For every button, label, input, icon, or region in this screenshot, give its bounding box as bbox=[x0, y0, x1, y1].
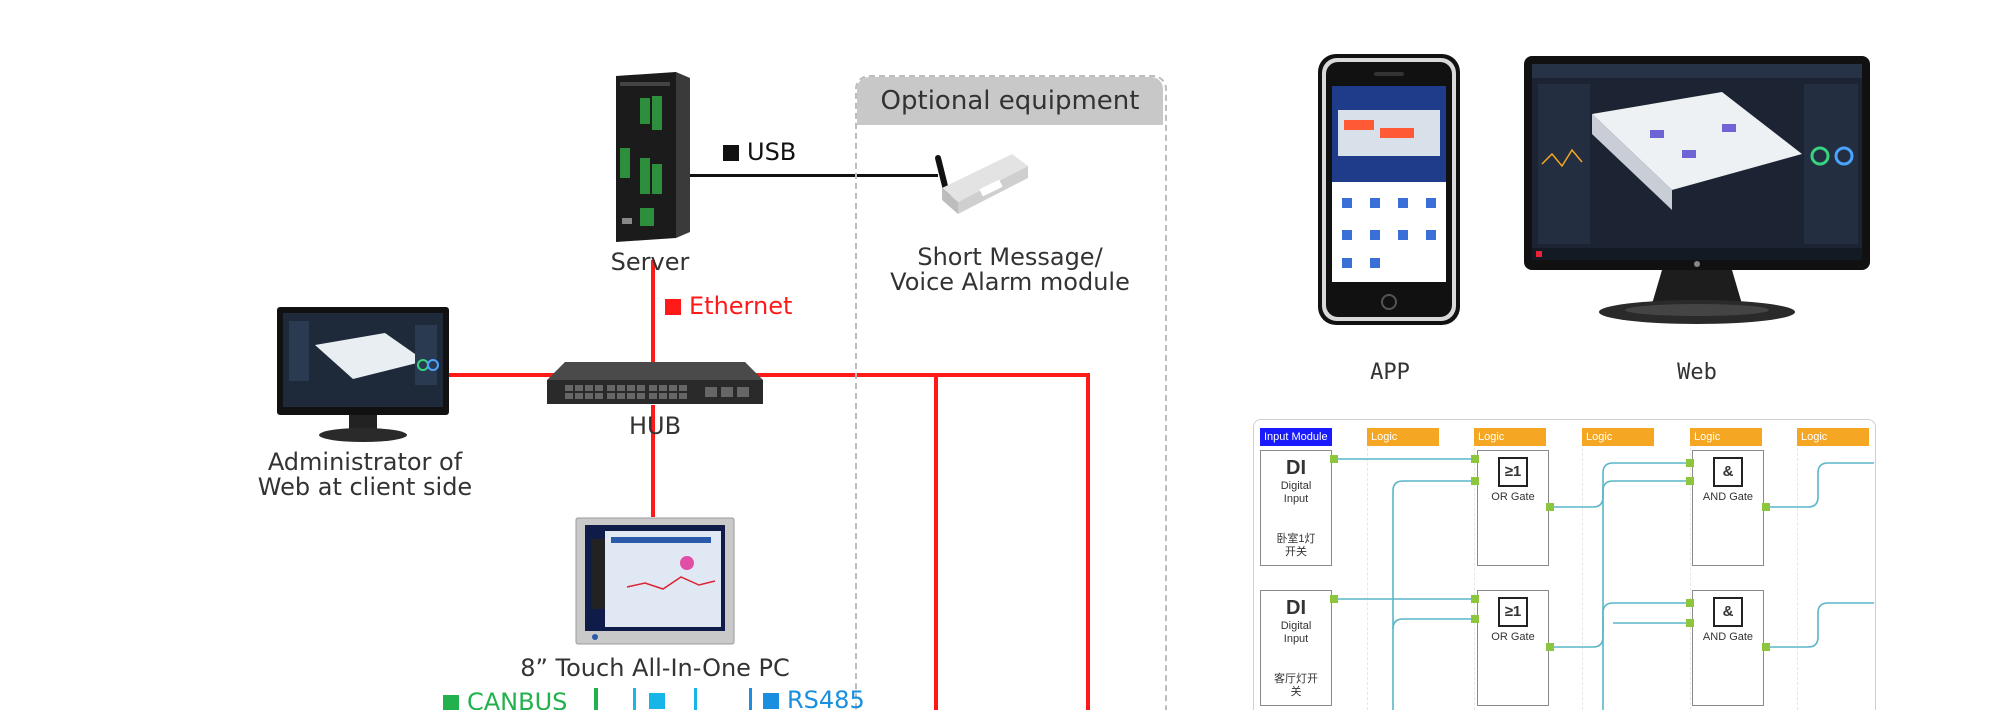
port-dot bbox=[1330, 595, 1338, 603]
phone-app-device bbox=[1318, 54, 1460, 325]
logic-col-title: Logic Module3 bbox=[1586, 431, 1629, 461]
web-label: Web bbox=[1677, 360, 1717, 385]
port-dot bbox=[1686, 477, 1694, 485]
logic-wires bbox=[1333, 458, 1874, 710]
logic-col-header: Logic Module3 bbox=[1582, 428, 1654, 461]
logic-col-divider bbox=[1582, 428, 1583, 710]
rs485-label: RS485 bbox=[787, 686, 865, 710]
rs485-legend: RS485 bbox=[763, 686, 865, 710]
and-gate-icon: & bbox=[1713, 457, 1743, 487]
app-label: APP bbox=[1370, 360, 1410, 385]
input-name-2: Input bbox=[1283, 493, 1309, 505]
logic-col-title: Logic Module1 bbox=[1371, 431, 1414, 461]
canbus-legend: CANBUS bbox=[443, 688, 567, 710]
hub-touchpc-wire bbox=[651, 405, 655, 517]
input-code: DI bbox=[1286, 457, 1306, 479]
and-gate-block[interactable]: & AND Gate bbox=[1692, 450, 1764, 566]
or-gate-block[interactable]: ≥1 OR Gate bbox=[1477, 450, 1549, 566]
admin-hub-wire bbox=[445, 373, 555, 377]
or-gate-block[interactable]: ≥1 OR Gate bbox=[1477, 590, 1549, 706]
digital-input-block[interactable]: DI Digital Input 客厅灯开关 bbox=[1260, 590, 1332, 706]
admin-label-2: Web at client side bbox=[257, 473, 473, 501]
port-dot bbox=[1471, 615, 1479, 623]
port-dot bbox=[1762, 503, 1770, 511]
ethernet-square-icon bbox=[665, 299, 681, 315]
input-tag-2: 开关 bbox=[1285, 546, 1307, 558]
optional-equipment-header: Optional equipment bbox=[857, 77, 1163, 125]
logic-col-header: Logic Module1 bbox=[1367, 428, 1439, 461]
admin-monitor-device bbox=[277, 307, 449, 442]
input-tag-1: 客厅灯开 bbox=[1274, 673, 1318, 685]
sms-module-label-1: Short Message/ bbox=[917, 243, 1103, 271]
logic-col-title: Logic Module5 bbox=[1801, 431, 1844, 461]
and-gate-block[interactable]: & AND Gate bbox=[1692, 590, 1764, 706]
drop-wire-2 bbox=[1086, 373, 1090, 710]
canbus-square-icon bbox=[443, 695, 459, 710]
sms-modem-device bbox=[935, 154, 1028, 214]
server-hub-wire bbox=[651, 260, 655, 365]
port-dot bbox=[1686, 459, 1694, 467]
input-tag-2: 关 bbox=[1290, 686, 1302, 698]
sms-module-label-2: Voice Alarm module bbox=[890, 268, 1130, 296]
port-dot bbox=[1471, 455, 1479, 463]
hub-label: HUB bbox=[628, 412, 682, 440]
hub-right-wire bbox=[755, 373, 1090, 377]
logic-panel bbox=[1253, 419, 1876, 710]
logic-col-divider bbox=[1367, 428, 1368, 710]
logic-col-divider bbox=[1474, 428, 1475, 710]
port-dot bbox=[1471, 477, 1479, 485]
port-dot bbox=[1686, 599, 1694, 607]
logic-col-header: Logic Module4 bbox=[1690, 428, 1762, 461]
and-gate-label: AND Gate bbox=[1702, 491, 1754, 503]
hub-switch-device bbox=[547, 362, 763, 404]
port-dot bbox=[1330, 455, 1338, 463]
port-dot bbox=[1686, 619, 1694, 627]
usb-square-icon bbox=[723, 145, 739, 161]
or-gate-label: OR Gate bbox=[1491, 631, 1535, 643]
tcp-line-2 bbox=[694, 688, 697, 710]
touch-pc-device bbox=[575, 517, 735, 645]
usb-wire bbox=[690, 174, 938, 177]
server-label: Server bbox=[610, 248, 690, 276]
or-gate-icon: ≥1 bbox=[1498, 597, 1528, 627]
input-name-1: Digital bbox=[1280, 620, 1312, 632]
input-name-1: Digital bbox=[1280, 480, 1312, 492]
tcp-square-icon bbox=[649, 693, 665, 709]
canbus-label: CANBUS bbox=[467, 688, 568, 710]
touch-pc-label: 8” Touch All-In-One PC bbox=[520, 654, 790, 682]
usb-label: USB bbox=[747, 138, 797, 166]
and-gate-icon: & bbox=[1713, 597, 1743, 627]
logic-col-divider bbox=[1690, 428, 1691, 710]
or-gate-icon: ≥1 bbox=[1498, 457, 1528, 487]
logic-col-title: Input Module bbox=[1264, 431, 1328, 443]
ethernet-legend: Ethernet bbox=[665, 292, 792, 320]
port-dot bbox=[1762, 643, 1770, 651]
optional-equipment-box bbox=[855, 75, 1167, 710]
or-gate-label: OR Gate bbox=[1491, 491, 1535, 503]
and-gate-label: AND Gate bbox=[1702, 631, 1754, 643]
usb-legend: USB bbox=[723, 138, 796, 166]
logic-col-header: Logic Module5 bbox=[1797, 428, 1869, 461]
port-dot bbox=[1546, 503, 1554, 511]
port-dot bbox=[1546, 643, 1554, 651]
tcp-line-1 bbox=[633, 688, 636, 710]
ethernet-label: Ethernet bbox=[689, 292, 793, 320]
input-name-2: Input bbox=[1283, 633, 1309, 645]
admin-label-1: Administrator of bbox=[267, 448, 463, 476]
port-dot bbox=[1471, 595, 1479, 603]
web-monitor-device bbox=[1524, 56, 1870, 324]
logic-col-divider bbox=[1797, 428, 1798, 710]
canbus-line bbox=[594, 688, 598, 710]
drop-wire-1 bbox=[934, 373, 938, 710]
rs485-square-icon bbox=[763, 693, 779, 709]
digital-input-block[interactable]: DI Digital Input 卧室1灯开关 bbox=[1260, 450, 1332, 566]
input-code: DI bbox=[1286, 597, 1306, 619]
input-tag-1: 卧室1灯 bbox=[1276, 533, 1316, 545]
rs485-line bbox=[749, 688, 752, 710]
logic-col-header: Input Module bbox=[1260, 428, 1332, 446]
server-device bbox=[616, 72, 690, 242]
